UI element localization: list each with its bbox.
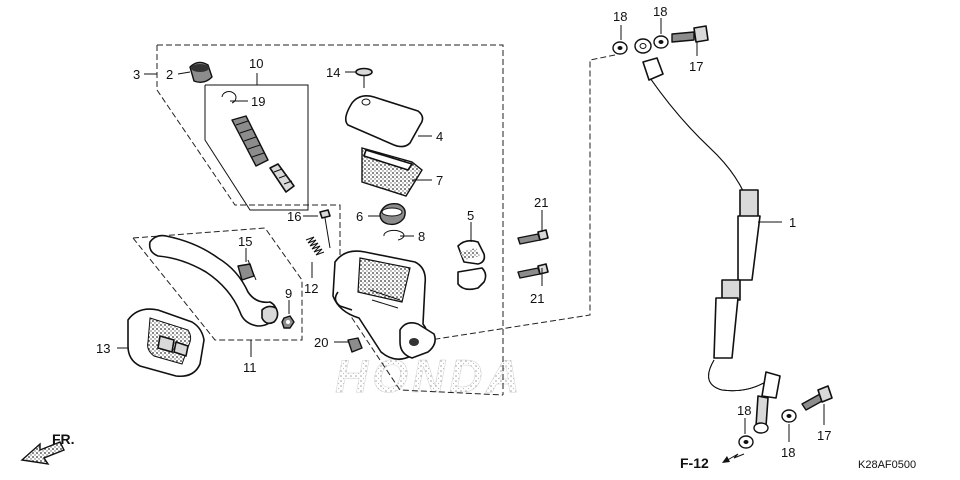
part-oil-bolt-top[interactable]	[671, 25, 709, 43]
diagram-code: K28AF0500	[858, 459, 916, 471]
callout-13: 13	[96, 341, 110, 356]
callout-2: 2	[166, 67, 173, 82]
part-screw-top[interactable]	[355, 67, 373, 89]
reference-label: F-12	[680, 455, 709, 471]
callout-9: 9	[285, 286, 292, 301]
assembly-outline-piston-set	[204, 84, 309, 211]
part-washer-top-center[interactable]	[634, 38, 652, 54]
assembly-outline-lever	[132, 227, 303, 341]
front-direction-label: FR.	[52, 431, 75, 447]
part-holder[interactable]	[457, 239, 487, 291]
assembly-outline-master-cylinder	[156, 44, 504, 396]
callout-18-bottom-left: 18	[737, 403, 751, 418]
leader-lines	[117, 18, 825, 442]
callout-19: 19	[251, 94, 265, 109]
part-piston-set[interactable]	[231, 115, 295, 193]
callout-3: 3	[133, 67, 140, 82]
callout-18-bottom-right: 18	[781, 445, 795, 460]
front-arrow-icon	[20, 441, 65, 465]
callout-21-top: 21	[534, 195, 548, 210]
callout-7: 7	[436, 173, 443, 188]
callout-18-top-left: 18	[613, 9, 627, 24]
callout-17-bottom: 17	[817, 428, 831, 443]
callout-21-bottom: 21	[530, 291, 544, 306]
callout-16: 16	[287, 209, 301, 224]
callout-labels: 1 2 3 4 5 6 7 8 9 10 11 12 13 14 15 16 1…	[96, 4, 831, 460]
callout-1: 1	[789, 215, 796, 230]
part-washer-bottom-right[interactable]	[781, 409, 797, 423]
part-washer-bottom-left[interactable]	[738, 435, 754, 449]
callout-4: 4	[436, 129, 443, 144]
master-cylinder-body[interactable]	[332, 250, 436, 360]
part-lever-cover[interactable]	[127, 308, 205, 378]
callout-18-top-right: 18	[653, 4, 667, 19]
callout-6: 6	[356, 209, 363, 224]
honda-watermark: HONDA	[335, 350, 524, 403]
part-cap[interactable]	[189, 61, 213, 84]
part-holder-bolt-upper[interactable]	[517, 229, 549, 245]
callout-15: 15	[238, 234, 252, 249]
callout-17-top: 17	[689, 59, 703, 74]
part-pivot-bolt[interactable]	[319, 209, 331, 249]
part-washer-top-left[interactable]	[612, 41, 628, 55]
callout-12: 12	[304, 281, 318, 296]
part-washer-top-right[interactable]	[653, 35, 669, 49]
callout-10: 10	[249, 56, 263, 71]
part-cap-bolt[interactable]	[347, 337, 363, 353]
callout-8: 8	[418, 229, 425, 244]
brake-hose[interactable]	[642, 57, 781, 434]
part-boot[interactable]	[379, 203, 406, 226]
reference-indicator: F-12	[680, 453, 745, 471]
part-snap-ring[interactable]	[383, 229, 405, 241]
part-reservoir-cap[interactable]	[344, 95, 424, 148]
reference-arrow-icon	[723, 453, 745, 463]
part-diaphragm[interactable]	[361, 147, 423, 197]
hose-connector-line	[429, 54, 616, 341]
callout-11: 11	[243, 360, 257, 375]
watermark-text: HONDA	[335, 350, 524, 402]
callout-5: 5	[467, 208, 474, 223]
part-nut[interactable]	[281, 315, 295, 329]
part-adjuster[interactable]	[237, 259, 257, 281]
front-direction-indicator: FR.	[20, 431, 75, 465]
part-brake-lever[interactable]	[148, 234, 279, 327]
part-spring[interactable]	[305, 236, 325, 256]
part-holder-bolt-lower[interactable]	[517, 263, 549, 279]
part-oil-bolt-bottom[interactable]	[801, 385, 833, 411]
callout-20: 20	[314, 335, 328, 350]
callout-14: 14	[326, 65, 340, 80]
